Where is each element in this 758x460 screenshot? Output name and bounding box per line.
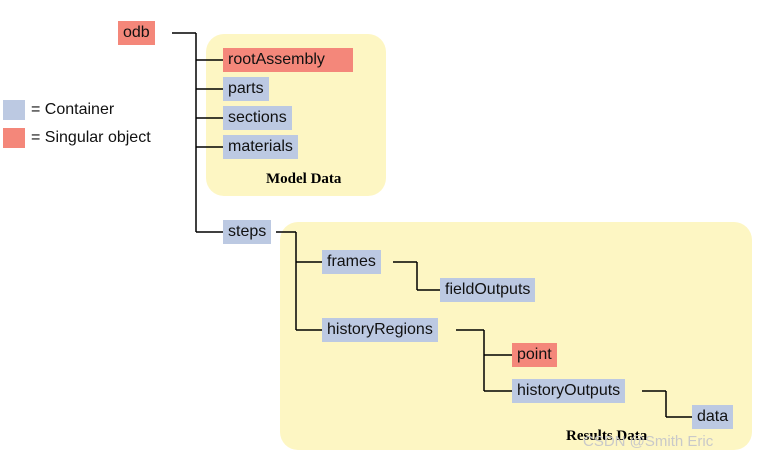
node-root-assembly: rootAssembly <box>223 48 353 72</box>
node-data: data <box>692 405 734 429</box>
node-parts: parts <box>223 77 269 101</box>
node-frames: frames <box>322 250 381 274</box>
node-sections: sections <box>223 106 292 130</box>
legend-container-swatch <box>3 100 25 120</box>
watermark: CSDN @Smith Eric <box>583 433 714 450</box>
legend-singular-swatch <box>3 128 25 148</box>
node-materials: materials <box>223 135 298 159</box>
node-history-outputs: historyOutputs <box>512 379 626 403</box>
model-data-label: Model Data <box>266 171 342 187</box>
node-point: point <box>512 343 557 367</box>
node-steps: steps <box>223 220 272 244</box>
results-data-label: Results Data <box>566 428 648 444</box>
legend-container-label: = Container <box>31 101 115 118</box>
node-odb: odb <box>118 21 155 45</box>
node-history-regions: historyRegions <box>322 318 438 342</box>
node-field-outputs: fieldOutputs <box>440 278 536 302</box>
legend-singular-label: = Singular object <box>31 129 151 146</box>
